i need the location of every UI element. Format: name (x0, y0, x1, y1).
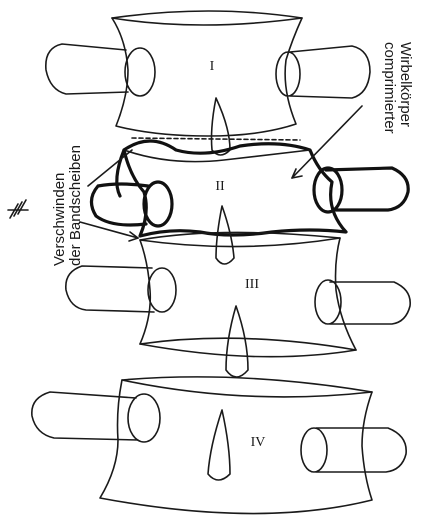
vertebra-1-right-process (290, 46, 370, 98)
vertebra-3-bottom-rim (140, 338, 356, 350)
vertebra-1-right-facet (276, 52, 300, 96)
label-disc-loss: Verschwinden der Bandscheiben (51, 145, 84, 266)
label-disc-line1: Verschwinden (51, 173, 68, 266)
label-compressed-line2: Wirbelkörper (397, 42, 414, 127)
label-compressed-body: comprimierter Wirbelkörper (381, 42, 414, 134)
vertebra-3-numeral: III (245, 277, 259, 292)
vertebra-4-left-process (32, 392, 138, 440)
vertebra-3-spinous (226, 306, 248, 377)
vertebra-2-right-facet (314, 168, 342, 212)
vertebra-4-numeral: IV (251, 435, 266, 450)
fracture-dashed-line (132, 138, 300, 140)
vertebra-4-spinous (208, 410, 230, 480)
printer-mark-icon (8, 200, 28, 218)
arrow-disc-upper (88, 150, 132, 186)
vertebra-4-body (100, 377, 372, 514)
vertebra-1-left-facet (125, 48, 155, 96)
vertebra-4-left-facet (128, 394, 160, 442)
vertebra-2-numeral: II (215, 179, 225, 194)
vertebra-4: IV (32, 377, 406, 514)
vertebra-4-right-process (316, 428, 406, 472)
vertebra-1-body (112, 11, 302, 136)
vertebra-4-top-rim (122, 380, 372, 397)
vertebra-1-numeral: I (210, 59, 215, 74)
vertebra-2-left-process (91, 184, 148, 225)
vertebra-3: III (66, 232, 410, 377)
label-compressed-line1: comprimierter (381, 42, 398, 134)
vertebra-1: I (46, 11, 370, 155)
vertebra-2-left-facet (144, 182, 172, 226)
vertebra-3-left-process (66, 266, 154, 312)
vertebra-3-right-facet (315, 280, 341, 324)
vertebra-3-top-rim (140, 238, 340, 247)
vertebra-3-left-facet (148, 268, 176, 312)
vertebra-1-top-rim (112, 18, 302, 25)
vertebra-1-spinous (212, 98, 231, 155)
vertebra-4-right-facet (301, 428, 327, 472)
label-disc-line2: der Bandscheiben (67, 145, 84, 266)
vertebra-1-left-process (46, 44, 128, 94)
